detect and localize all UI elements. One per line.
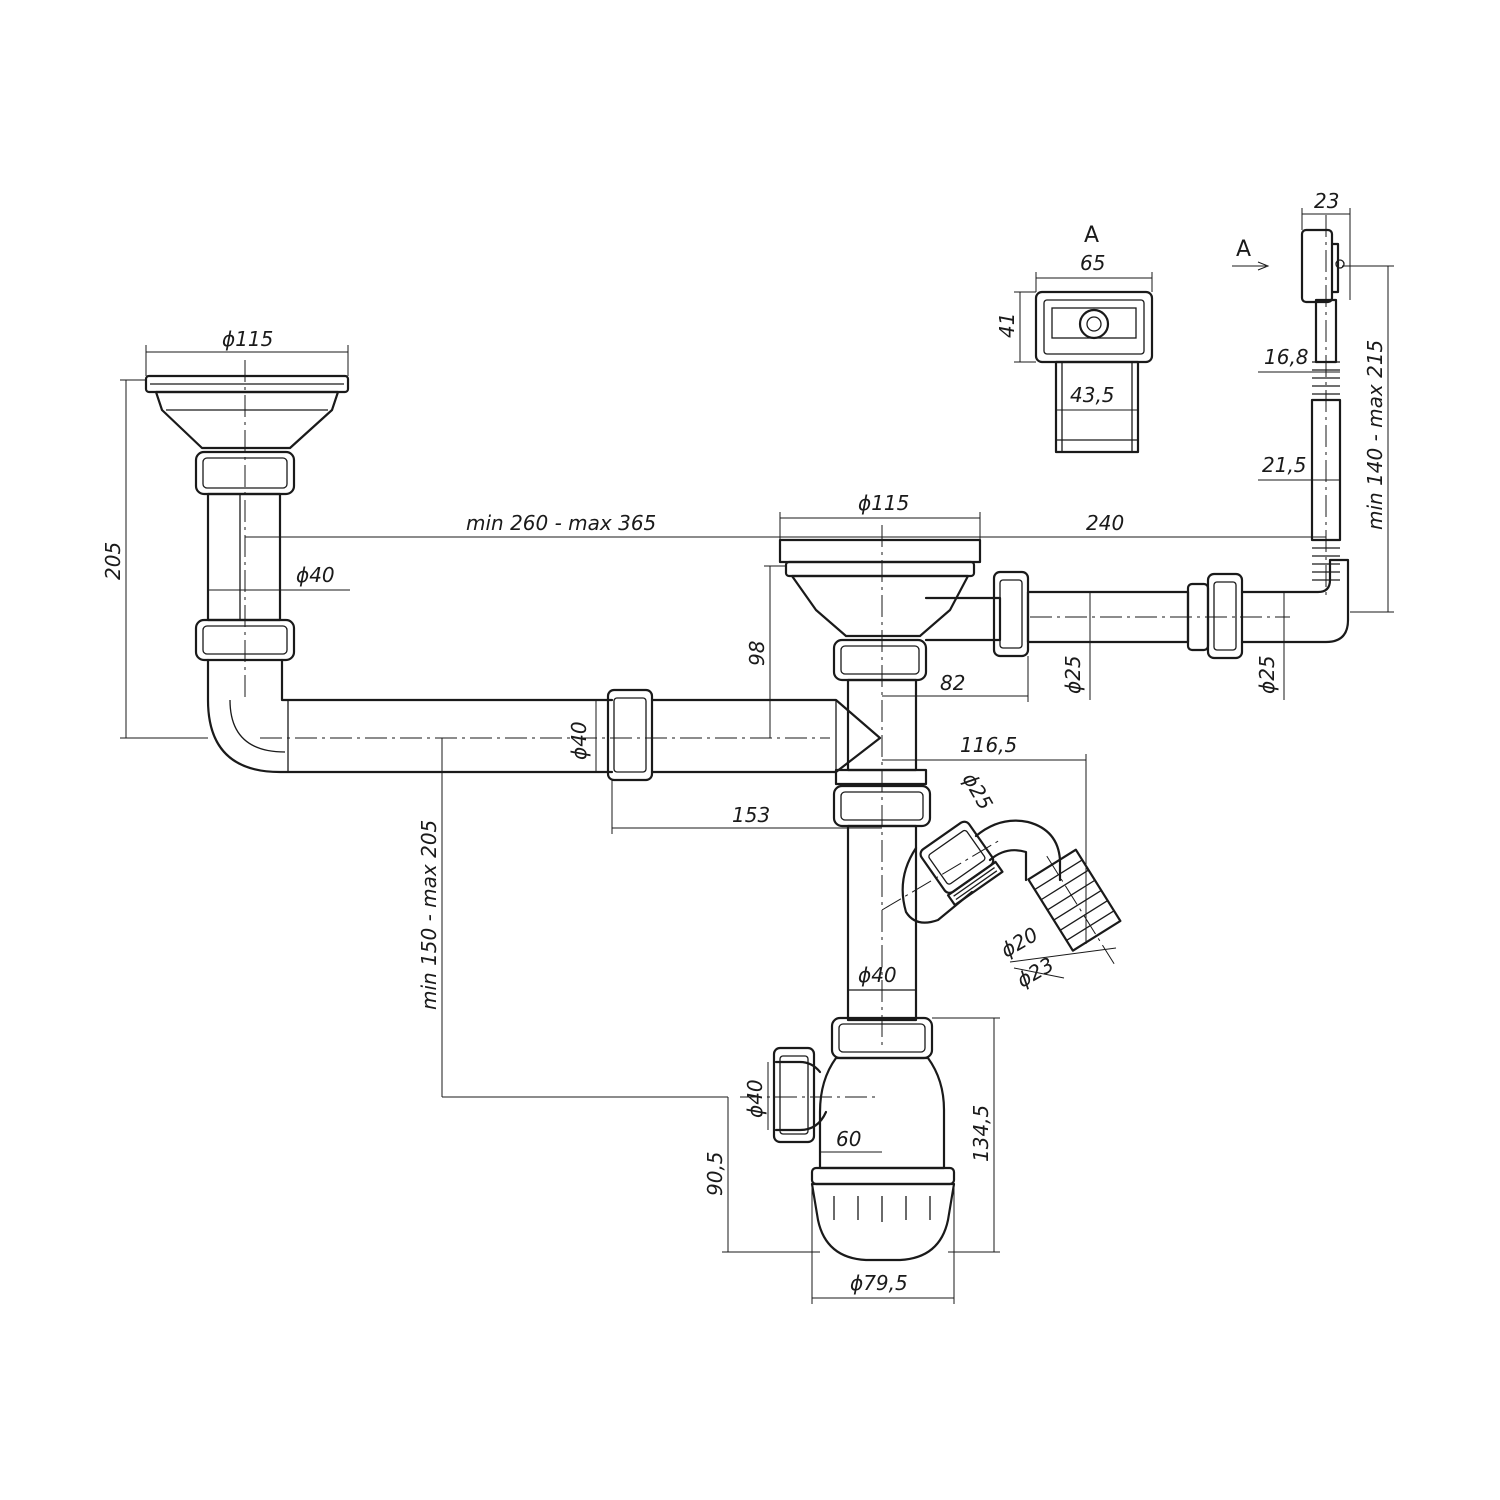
dim-len-82: 82 [940, 671, 965, 695]
dim-span: min 260 - max 365 [466, 511, 656, 535]
dim-len-60: 60 [836, 1127, 861, 1151]
dim-height-90-5: 90,5 [703, 1151, 727, 1196]
dim-bottle-dia: ϕ79,5 [850, 1271, 908, 1295]
dim-hose-dia-23: ϕ23 [1013, 952, 1058, 992]
dimension-labels: ϕ115 205 ϕ40 min 260 - max 365 ϕ115 240 … [101, 189, 1387, 1295]
dim-overflow-16-8: 16,8 [1264, 345, 1309, 369]
dim-hose-dia-25-b: ϕ25 [1255, 655, 1279, 694]
dim-side-dia-25: ϕ25 [958, 769, 998, 814]
dim-depth-98: 98 [745, 641, 769, 666]
dim-section-height: 41 [995, 313, 1019, 338]
right-strainer [778, 525, 982, 1050]
dim-len-153: 153 [732, 803, 770, 827]
dim-pipe-dia-40-left: ϕ40 [296, 563, 335, 587]
left-strainer [144, 360, 350, 700]
dim-section-width: 65 [1080, 251, 1105, 275]
overflow-hose [924, 215, 1350, 660]
dim-vert-range: min 150 - max 205 [417, 820, 441, 1010]
horizontal-drain-pipe [206, 658, 830, 774]
dim-outlet-dia-40: ϕ40 [743, 1079, 767, 1118]
dimension-lines [120, 208, 1394, 1304]
dim-overflow-width: 23 [1314, 189, 1339, 213]
dim-hose-dia-25-a: ϕ25 [1061, 655, 1085, 694]
dim-riser-dia-40: ϕ40 [858, 963, 897, 987]
view-arrow-label: A [1236, 237, 1251, 262]
dim-height-134-5: 134,5 [969, 1105, 993, 1162]
section-label: A [1084, 223, 1099, 248]
dim-overflow-21-5: 21,5 [1262, 453, 1307, 477]
angled-side-outlet [881, 819, 1122, 967]
inlet-nut [606, 688, 882, 782]
dim-inlet-dia-40: ϕ40 [567, 721, 591, 760]
dim-overflow-range: min 140 - max 215 [1363, 340, 1387, 530]
dim-len-116-5: 116,5 [960, 733, 1017, 757]
dim-len-240: 240 [1086, 511, 1124, 535]
dim-section-inner: 43,5 [1070, 383, 1115, 407]
dim-height-205: 205 [101, 542, 125, 580]
bottle-trap [740, 1016, 956, 1262]
dim-sink2-dia: ϕ115 [858, 491, 909, 515]
dim-sink1-dia: ϕ115 [222, 327, 273, 351]
section-a-detail [1034, 290, 1154, 454]
dim-hose-dia-20: ϕ20 [997, 922, 1042, 962]
